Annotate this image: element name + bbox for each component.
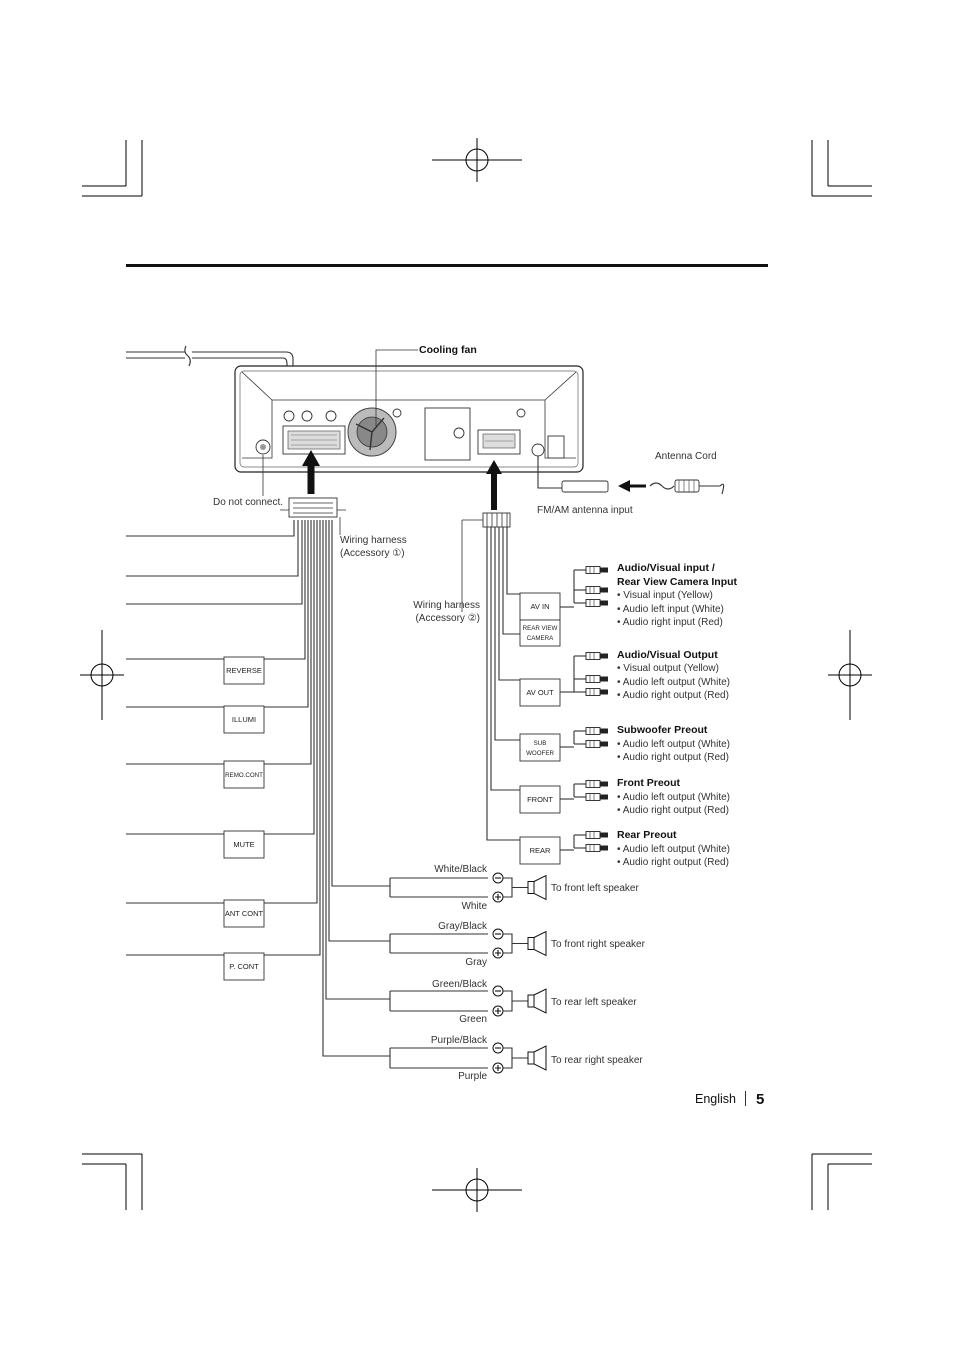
antenna-input-label: FM/AM antenna input (537, 505, 633, 516)
rca-plug (574, 566, 608, 574)
do-not-connect-label: Do not connect. (213, 497, 283, 508)
av-output-item: • Visual output (Yellow) (617, 663, 719, 674)
rca-plug (574, 740, 608, 748)
rca-plug (574, 844, 608, 852)
speaker-label: To rear left speaker (551, 997, 637, 1008)
antenna-cord (561, 479, 725, 495)
sub-woofer-line2: WOOFER (526, 750, 554, 757)
rear-box-label: REAR (530, 846, 551, 855)
av-input-item: • Audio left input (White) (617, 604, 724, 615)
rca-plug (574, 831, 608, 839)
speaker-symbol (389, 1042, 547, 1074)
subwoofer-title: Subwoofer Preout (617, 724, 708, 736)
subwoofer-item: • Audio right output (Red) (617, 752, 729, 763)
rca-plugs (560, 566, 608, 852)
sub-woofer-box (519, 733, 561, 762)
speaker-symbol (389, 872, 547, 903)
front-box-label: FRONT (527, 795, 553, 804)
speaker-label: To rear right speaker (551, 1055, 643, 1066)
speaker-neg-label: Gray/Black (438, 921, 488, 932)
front-preout-item: • Audio left output (White) (617, 792, 730, 803)
rca-boxes: AV IN REAR VIEW CAMERA AV OUT SUB WOOFER… (519, 592, 561, 865)
av-input-item: • Visual input (Yellow) (617, 590, 713, 601)
footer-divider (745, 1091, 746, 1106)
av-input-item: • Audio right input (Red) (617, 617, 723, 628)
av-in-box-label: AV IN (530, 602, 549, 611)
harness-2-label-line2: (Accessory ②) (415, 613, 480, 624)
head-unit-rear (126, 345, 584, 510)
speaker-pos-label: Green (459, 1014, 487, 1025)
rear-view-camera-box (519, 619, 561, 647)
ant-cont-box-label: ANT CONT (225, 909, 264, 918)
speakers (389, 872, 547, 1074)
remo-cont-box (223, 760, 265, 789)
av-output-title: Audio/Visual Output (617, 649, 718, 661)
av-out-box-label: AV OUT (526, 688, 554, 697)
sub-woofer-line1: SUB (534, 740, 547, 747)
av-output-item: • Audio right output (Red) (617, 690, 729, 701)
front-box (519, 785, 561, 814)
subwoofer-item: • Audio left output (White) (617, 739, 730, 750)
p-cont-box-label: P. CONT (229, 962, 259, 971)
reverse-box-label: REVERSE (226, 666, 262, 675)
rear-view-camera-line2: CAMERA (527, 635, 554, 642)
rca-plug (574, 599, 608, 607)
rear-view-camera-line1: REAR VIEW (523, 625, 558, 632)
speaker-pos-label: Gray (465, 957, 487, 968)
front-preout-title: Front Preout (617, 777, 680, 789)
reverse-box (223, 656, 265, 685)
harness-1 (126, 497, 390, 1057)
p-cont-box (223, 952, 265, 981)
antenna-cord-label: Antenna Cord (655, 451, 717, 462)
crop-marks (82, 140, 872, 1210)
rca-plug (574, 727, 608, 735)
ant-cont-box (223, 899, 265, 928)
rca-plug (574, 652, 608, 660)
speaker-neg-label: White/Black (434, 864, 488, 875)
speaker-pos-label: Purple (458, 1071, 487, 1082)
av-input-title-line2: Rear View Camera Input (617, 576, 738, 588)
illumi-box-label: ILLUMI (232, 715, 256, 724)
harness-2 (461, 512, 520, 841)
harness-2-label-line1: Wiring harness (413, 600, 480, 611)
av-output-item: • Audio left output (White) (617, 677, 730, 688)
illumi-box (223, 705, 265, 734)
footer-page-number: 5 (756, 1091, 764, 1108)
left-function-boxes: REVERSE ILLUMI REMO.CONT MUTE ANT CONT P… (223, 656, 265, 981)
rca-plug (574, 780, 608, 788)
cooling-fan-label: Cooling fan (419, 344, 477, 356)
av-out-box (519, 678, 561, 707)
rca-descriptions: Audio/Visual input / Rear View Camera In… (617, 562, 738, 868)
rear-preout-title: Rear Preout (617, 829, 677, 841)
speaker-label: To front right speaker (551, 939, 646, 950)
rear-preout-item: • Audio left output (White) (617, 844, 730, 855)
speaker-neg-label: Purple/Black (431, 1035, 488, 1046)
mute-box (223, 830, 265, 859)
rca-plug (574, 688, 608, 696)
footer-language: English (695, 1092, 736, 1106)
harness-1-label-line2: (Accessory ①) (340, 548, 405, 559)
speaker-symbol (389, 985, 547, 1017)
registration-marks (80, 138, 872, 1212)
harness-1-label-line1: Wiring harness (340, 535, 407, 546)
speaker-label: To front left speaker (551, 883, 639, 894)
speaker-symbol (389, 928, 547, 959)
speaker-pos-label: White (461, 901, 487, 912)
rear-preout-item: • Audio right output (Red) (617, 857, 729, 868)
speaker-neg-label: Green/Black (432, 979, 488, 990)
rca-plug (574, 586, 608, 594)
front-preout-item: • Audio right output (Red) (617, 805, 729, 816)
rca-plug (574, 675, 608, 683)
av-input-title-line1: Audio/Visual input / (617, 562, 715, 574)
remo-cont-box-label: REMO.CONT (225, 772, 263, 779)
mute-box-label: MUTE (233, 840, 254, 849)
header-rule (126, 264, 768, 267)
rca-plug (574, 793, 608, 801)
rear-box (519, 836, 561, 865)
